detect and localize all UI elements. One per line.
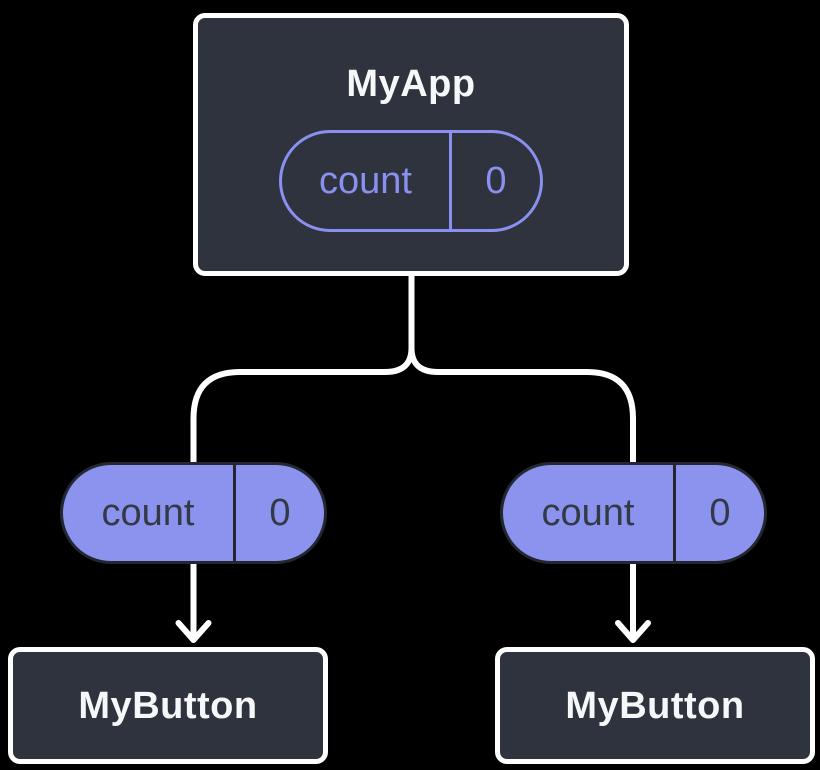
prop-pill-left: count 0: [60, 462, 327, 564]
myapp-component-box: MyApp count 0: [193, 13, 629, 276]
prop-pill-value: 0: [269, 491, 291, 534]
state-pill-name: count: [319, 159, 412, 202]
connector-left-branch: [190, 345, 415, 640]
component-title: MyButton: [565, 684, 745, 727]
component-title: MyApp: [346, 63, 476, 105]
connector-right-branch: [408, 345, 636, 640]
down-arrowhead-left-icon: [175, 620, 212, 643]
component-title: MyButton: [78, 684, 258, 727]
prop-pill-right: count 0: [500, 462, 767, 564]
pill-divider: [233, 465, 236, 561]
state-pill: count 0: [279, 130, 543, 232]
mybutton-component-box-left: MyButton: [8, 647, 328, 764]
prop-pill-value: 0: [709, 491, 731, 534]
state-pill-value: 0: [485, 159, 507, 202]
pill-divider: [673, 465, 676, 561]
prop-pill-name: count: [101, 491, 195, 534]
prop-pill-name: count: [541, 491, 635, 534]
mybutton-component-box-right: MyButton: [495, 647, 815, 764]
down-arrowhead-right-icon: [615, 620, 651, 643]
pill-divider: [449, 133, 452, 229]
